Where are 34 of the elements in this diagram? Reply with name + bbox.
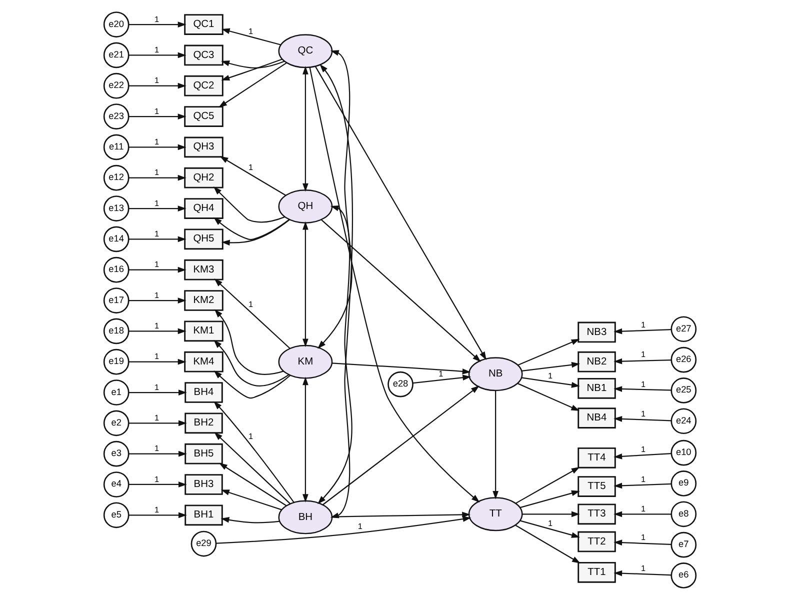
edge-label: 1 [248, 27, 254, 36]
edge-label: 1 [154, 382, 160, 392]
edge-label: 1 [154, 474, 160, 484]
edge-label: 1 [154, 106, 160, 116]
edge-label: 1 [640, 409, 646, 418]
edge-label: 1 [640, 380, 646, 389]
edge-label: 1 [640, 350, 646, 360]
edge-label: 1 [154, 290, 160, 300]
edge-label: 1 [640, 320, 646, 330]
edge-label: 1 [358, 522, 362, 531]
edge-label: 1 [640, 564, 646, 573]
edge-label: 1 [154, 506, 160, 515]
edge-label: 1 [154, 198, 160, 208]
edge-label: 1 [438, 370, 444, 379]
edge-label: 1 [548, 518, 553, 528]
edge-label: 1 [154, 14, 160, 24]
edge-label: 1 [154, 168, 160, 178]
edge-label: 1 [640, 474, 646, 484]
edge-label: 1 [154, 138, 160, 147]
edge-label: 1 [640, 504, 646, 514]
edge-label: 1 [154, 46, 160, 55]
edge-label: 1 [154, 444, 160, 454]
edge-label: 1 [248, 300, 254, 310]
edge-label: 1 [154, 230, 160, 239]
edge-label: 1 [640, 445, 646, 454]
edge-label: 1 [248, 432, 254, 441]
edge-label: 1 [640, 533, 646, 542]
edge-label: 1 [154, 322, 160, 331]
edge-label: 1 [248, 163, 254, 172]
edge-label: 1 [154, 352, 160, 362]
edge-label: 1 [154, 260, 160, 270]
edge-label: 1 [548, 372, 553, 381]
edge-label: 1 [154, 414, 160, 423]
edge-label: 1 [154, 76, 160, 86]
